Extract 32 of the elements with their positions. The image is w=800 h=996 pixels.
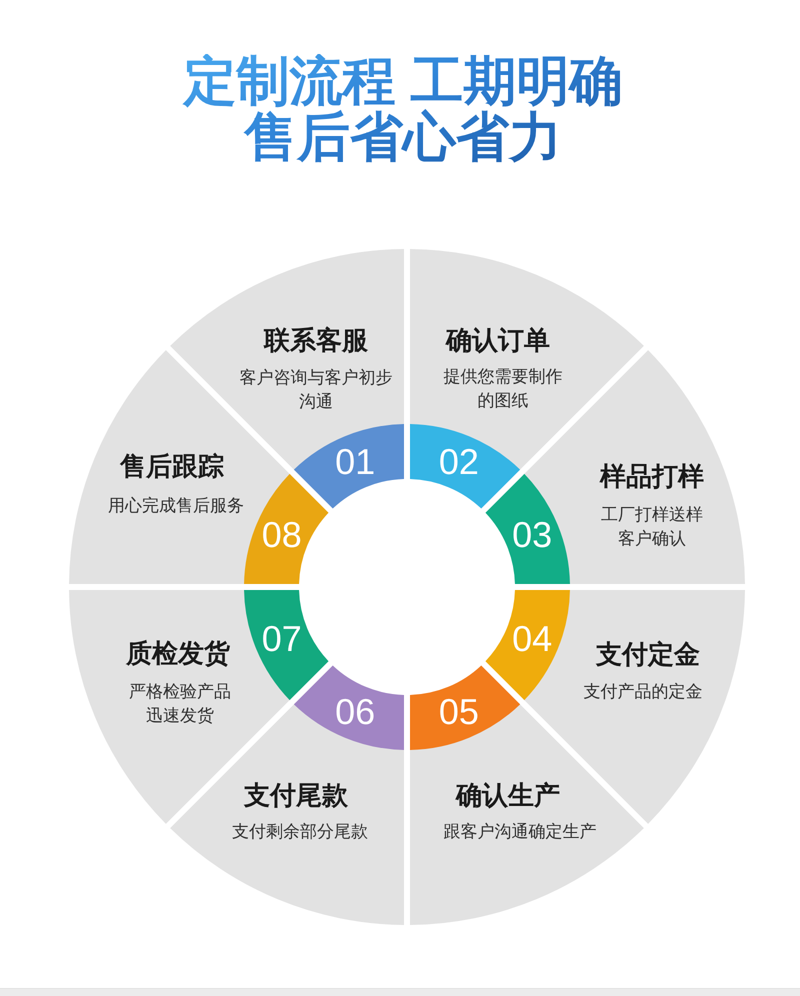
step-title: 确认订单 xyxy=(446,324,550,356)
step-title: 确认生产 xyxy=(456,779,560,811)
step-description: 提供您需要制作的图纸 xyxy=(442,366,564,412)
step-description: 客户咨询与客户初步沟通 xyxy=(238,367,394,413)
number-segment xyxy=(485,590,570,701)
step-description: 支付产品的定金 xyxy=(584,681,702,703)
step-number: 06 xyxy=(335,692,376,732)
step-description: 跟客户沟通确定生产 xyxy=(444,821,596,843)
number-segment xyxy=(485,473,570,584)
step-title: 支付尾款 xyxy=(244,779,348,811)
step-number: 04 xyxy=(512,618,552,659)
step-title: 质检发货 xyxy=(126,637,230,669)
number-segment xyxy=(293,665,404,750)
step-number: 08 xyxy=(262,515,302,556)
number-segment xyxy=(409,424,521,509)
number-segment xyxy=(293,424,404,509)
step-title: 样品打样 xyxy=(600,460,704,492)
step-description: 用心完成售后服务 xyxy=(108,495,244,517)
step-title: 售后跟踪 xyxy=(120,450,224,482)
step-description: 支付剩余部分尾款 xyxy=(232,821,368,843)
step-number: 02 xyxy=(438,442,479,482)
step-number: 01 xyxy=(335,442,376,482)
number-segment xyxy=(244,473,329,584)
step-title: 联系客服 xyxy=(264,324,368,356)
step-title: 支付定金 xyxy=(596,638,700,670)
step-number: 03 xyxy=(512,515,552,556)
number-segment xyxy=(244,590,329,701)
step-description: 工厂打样送样客户确认 xyxy=(600,504,704,550)
number-segment xyxy=(410,665,521,750)
step-description: 严格检验产品迅速发货 xyxy=(128,681,232,727)
step-number: 05 xyxy=(438,692,479,732)
step-number: 07 xyxy=(262,618,302,659)
